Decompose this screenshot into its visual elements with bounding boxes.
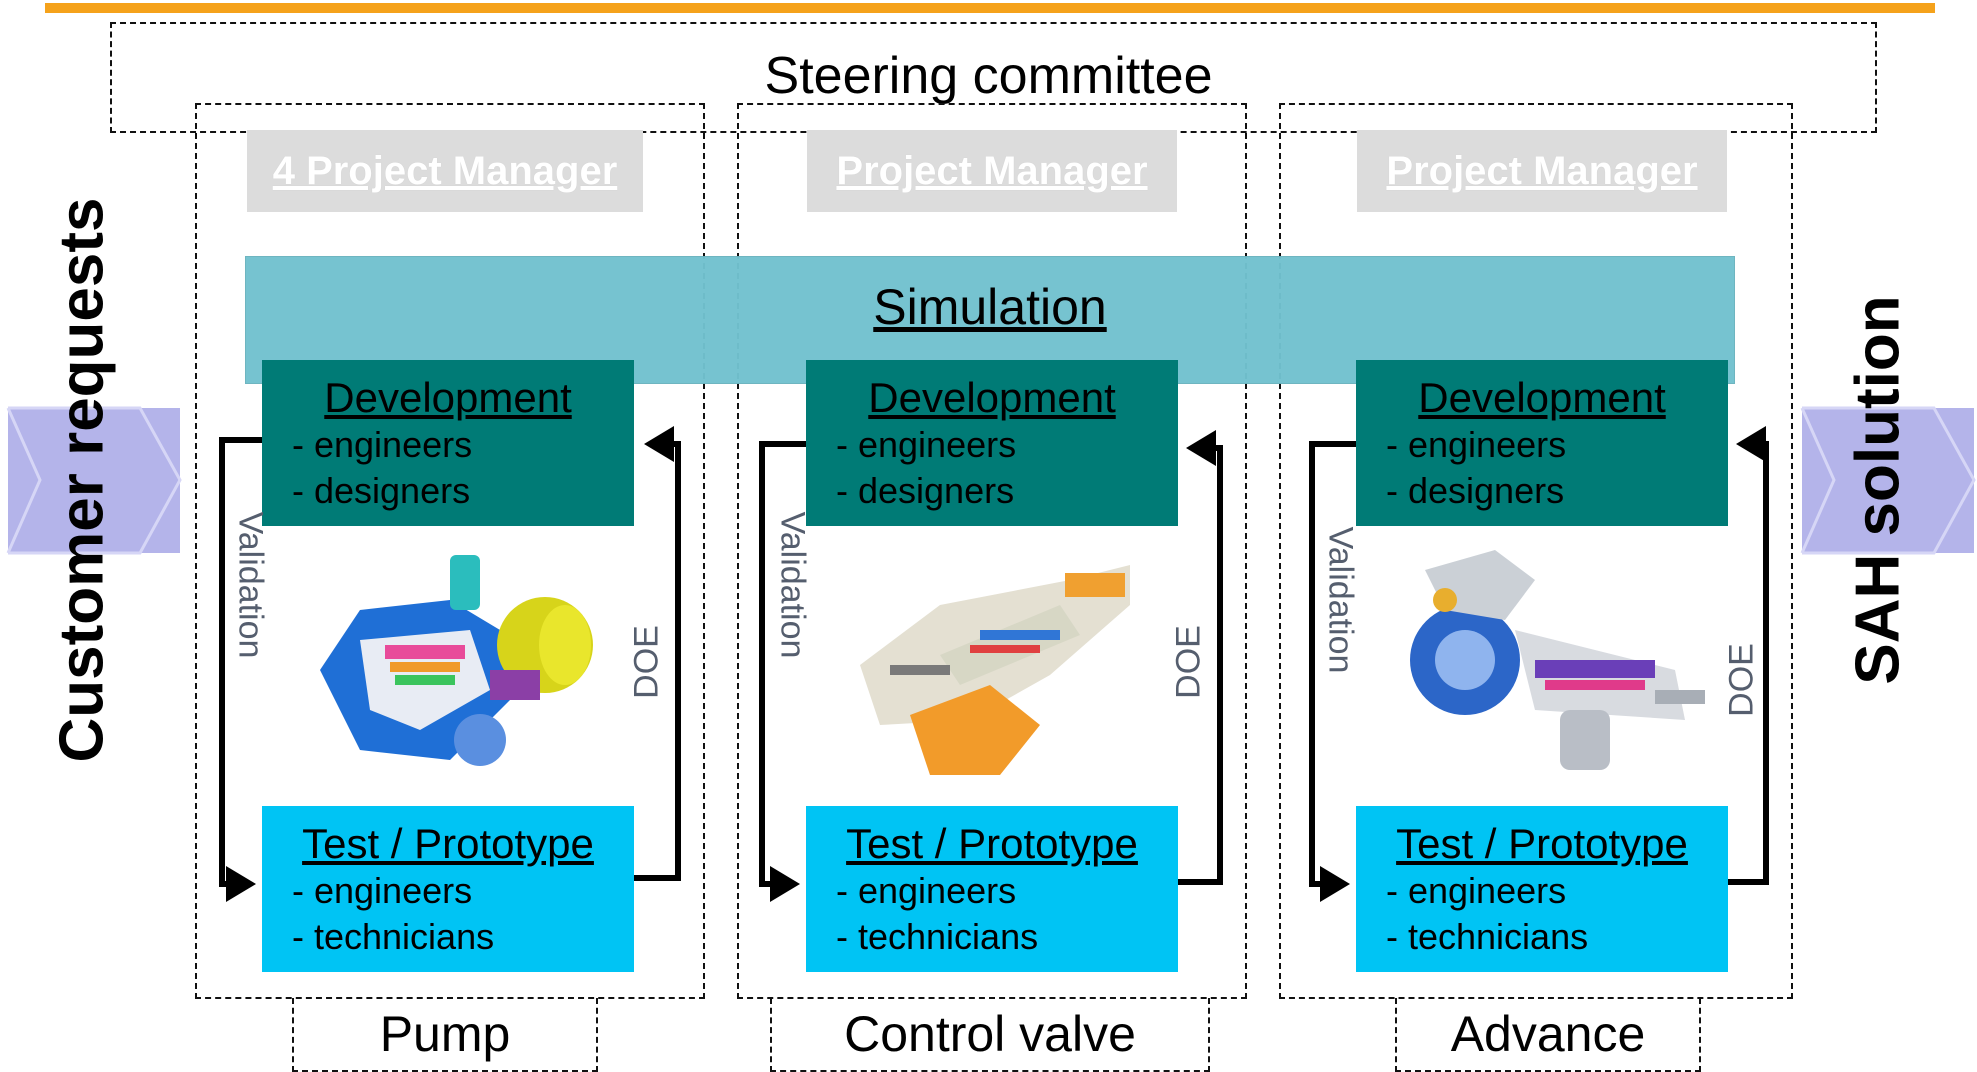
- validation-label-advance: Validation: [1321, 526, 1360, 674]
- development-title: Development: [868, 374, 1116, 421]
- test-prototype-line: - technicians: [1386, 916, 1589, 957]
- domain-label-text: Advance: [1450, 1006, 1646, 1062]
- column-frame-advance: [1279, 103, 1793, 999]
- test-prototype-box-pump: Test / Prototype - engineers - technicia…: [262, 806, 634, 972]
- validation-arrow-pump: [219, 437, 262, 902]
- project-manager-box-pump: 4 Project Manager: [247, 130, 643, 212]
- development-box-advance: Development - engineers - designers: [1356, 360, 1728, 526]
- test-prototype-box-control-valve: Test / Prototype - engineers - technicia…: [806, 806, 1178, 972]
- advance-illustration: [1410, 550, 1705, 770]
- development-line: - designers: [1386, 470, 1565, 511]
- steering-committee-title: Steering committee: [764, 47, 1213, 105]
- control-valve-illustration: [860, 565, 1130, 775]
- validation-arrow-advance: [1309, 441, 1356, 902]
- validation-arrow-control-valve: [759, 441, 806, 902]
- test-prototype-line: - technicians: [836, 916, 1039, 957]
- development-box-control-valve: Development - engineers - designers: [806, 360, 1178, 526]
- doe-label-pump: DOE: [627, 625, 666, 699]
- doe-label-advance: DOE: [1722, 643, 1761, 717]
- domain-label-text: Control valve: [844, 1006, 1136, 1062]
- validation-label-control-valve: Validation: [773, 511, 812, 659]
- test-prototype-box-advance: Test / Prototype - engineers - technicia…: [1356, 806, 1728, 972]
- development-title: Development: [324, 374, 572, 421]
- domain-label-control-valve: Control valve: [770, 998, 1210, 1072]
- doe-arrow-pump: [634, 426, 681, 881]
- sah-arrow-chevron-2: [1800, 407, 1836, 554]
- top-accent-bar: [45, 3, 1935, 13]
- project-manager-label: Project Manager: [1386, 148, 1698, 193]
- validation-label-pump: Validation: [231, 511, 270, 659]
- sah-arrow-chevron-1: [1802, 406, 1976, 555]
- customer-requests-label: Customer requests: [47, 197, 117, 763]
- test-prototype-title: Test / Prototype: [302, 820, 594, 867]
- customer-arrow-chevron-2: [6, 407, 42, 554]
- customer-requests-arrow: [8, 408, 180, 553]
- column-frame-control-valve: [737, 103, 1247, 999]
- development-line: - engineers: [292, 424, 473, 465]
- development-line: - engineers: [1386, 424, 1567, 465]
- development-line: - designers: [292, 470, 471, 511]
- column-frame-pump: [195, 103, 705, 999]
- development-line: - designers: [836, 470, 1015, 511]
- test-prototype-title: Test / Prototype: [846, 820, 1138, 867]
- test-prototype-line: - engineers: [292, 870, 473, 911]
- sah-solution-label: SAH solution: [1843, 295, 1913, 685]
- pump-illustration: [320, 555, 593, 766]
- project-manager-label: 4 Project Manager: [272, 148, 618, 193]
- project-manager-box-advance: Project Manager: [1357, 130, 1727, 212]
- doe-label-control-valve: DOE: [1169, 625, 1208, 699]
- development-line: - engineers: [836, 424, 1017, 465]
- project-manager-label: Project Manager: [836, 148, 1148, 193]
- domain-label-pump: Pump: [292, 998, 598, 1072]
- domain-label-text: Pump: [379, 1006, 511, 1062]
- test-prototype-title: Test / Prototype: [1396, 820, 1688, 867]
- project-manager-box-control-valve: Project Manager: [807, 130, 1177, 212]
- test-prototype-line: - engineers: [1386, 870, 1567, 911]
- customer-arrow-chevron-1: [8, 406, 182, 555]
- development-title: Development: [1418, 374, 1666, 421]
- domain-label-advance: Advance: [1395, 998, 1701, 1072]
- test-prototype-line: - engineers: [836, 870, 1017, 911]
- development-box-pump: Development - engineers - designers: [262, 360, 634, 526]
- simulation-label: Simulation: [873, 279, 1107, 335]
- doe-arrow-advance: [1728, 426, 1769, 885]
- test-prototype-line: - technicians: [292, 916, 495, 957]
- sah-solution-arrow: [1802, 408, 1974, 553]
- doe-arrow-control-valve: [1178, 430, 1223, 885]
